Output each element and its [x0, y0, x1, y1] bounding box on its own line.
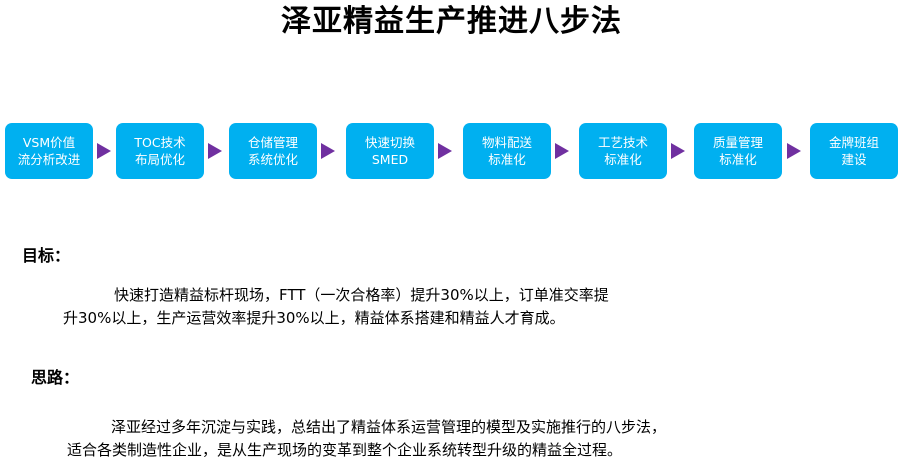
arrow-right-icon — [787, 143, 801, 159]
step-vsm: VSM价值 流分析改进 — [5, 123, 93, 179]
step-label: VSM价值 流分析改进 — [17, 135, 81, 167]
approach-line-2: 适合各类制造性企业，是从生产现场的变革到整个企业系统转型升级的精益全过程。 — [67, 441, 623, 459]
arrow-right-icon — [321, 143, 335, 159]
step-material: 物料配送 标准化 — [463, 123, 551, 179]
step-label: 仓储管理 系统优化 — [247, 135, 298, 167]
step-process-tech: 工艺技术 标准化 — [579, 123, 667, 179]
page-title: 泽亚精益生产推进八步法 — [281, 4, 622, 39]
step-label: 质量管理 标准化 — [712, 135, 763, 167]
step-quality: 质量管理 标准化 — [694, 123, 782, 179]
step-smed: 快速切换 SMED — [346, 123, 434, 179]
step-warehouse: 仓储管理 系统优化 — [229, 123, 317, 179]
arrow-right-icon — [671, 143, 685, 159]
step-label: 工艺技术 标准化 — [597, 135, 648, 167]
step-label: 物料配送 标准化 — [481, 135, 532, 167]
arrow-right-icon — [438, 143, 452, 159]
arrow-right-icon — [208, 143, 222, 159]
arrow-right-icon — [555, 143, 569, 159]
step-label: TOC技术 布局优化 — [134, 135, 186, 167]
approach-heading: 思路： — [31, 368, 80, 387]
goal-paragraph: 快速打造精益标杆现场，FTT（一次合格率）提升30%以上，订单准交率提 升30%… — [63, 284, 609, 330]
approach-line-1: 泽亚经过多年沉淀与实践，总结出了精益体系运营管理的模型及实施推行的八步法， — [111, 418, 667, 436]
approach-paragraph: 泽亚经过多年沉淀与实践，总结出了精益体系运营管理的模型及实施推行的八步法， 适合… — [67, 416, 666, 462]
goal-line-1: 快速打造精益标杆现场，FTT（一次合格率）提升30%以上，订单准交率提 — [114, 286, 609, 304]
step-toc: TOC技术 布局优化 — [116, 123, 204, 179]
step-label: 金牌班组 建设 — [828, 135, 879, 167]
step-label: 快速切换 SMED — [364, 135, 415, 167]
goal-line-2: 升30%以上，生产运营效率提升30%以上，精益体系搭建和精益人才育成。 — [63, 309, 565, 327]
arrow-right-icon — [97, 143, 111, 159]
step-team: 金牌班组 建设 — [810, 123, 898, 179]
process-steps: VSM价值 流分析改进 TOC技术 布局优化 仓储管理 系统优化 快速切换 SM… — [5, 123, 898, 179]
goal-heading: 目标： — [22, 246, 71, 265]
